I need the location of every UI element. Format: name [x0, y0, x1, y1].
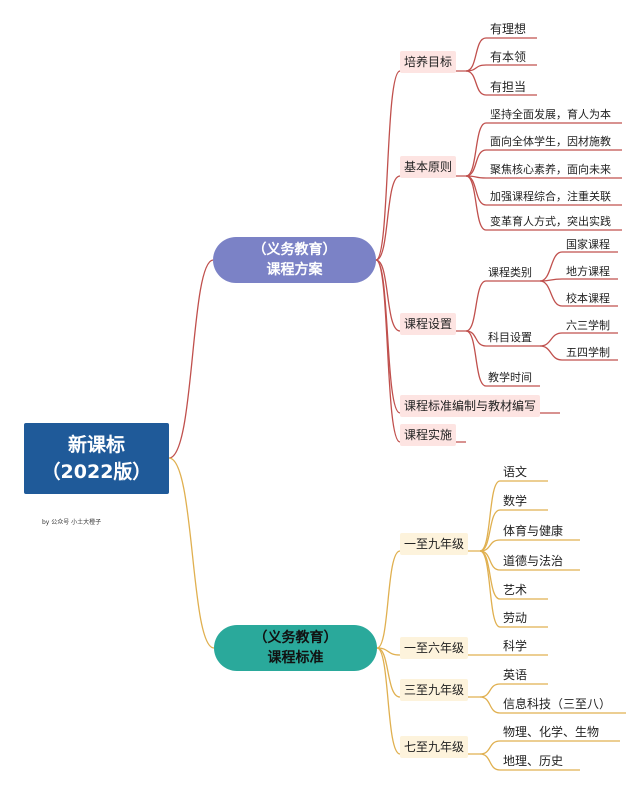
subject-leaf: 信息科技（三至八）	[503, 697, 612, 711]
teaching-time-node: 教学时间	[488, 371, 532, 384]
connector-plan-goals	[375, 70, 401, 261]
subject-leaf: 劳动	[503, 611, 528, 625]
principle-item: 变革育人方式，突出实践	[490, 215, 611, 228]
byline: by 公众号 小土大橙子	[42, 519, 102, 526]
principle-item: 聚焦核心素养，面向未来	[490, 163, 611, 176]
goals-node: 培养目标	[400, 51, 457, 73]
subjects-node: 科目设置	[488, 331, 532, 344]
standards-node: 课程标准编制与教材编写	[400, 395, 541, 417]
plan-hub-line1: （义务教育）	[252, 242, 337, 258]
principle-item: 面向全体学生，因材施教	[490, 135, 611, 148]
plan-hub-line2: 课程方案	[266, 262, 323, 278]
standards-hub: （义务教育） 课程标准	[214, 625, 377, 671]
subject-leaf: 道德与法治	[503, 554, 564, 568]
subject-leaf: 语文	[503, 465, 528, 479]
grade-1-6-node: 一至六年级	[400, 637, 469, 659]
connector-std-g19	[376, 550, 401, 649]
grade-1-9-node: 一至九年级	[400, 533, 469, 555]
standards-hub-line2: 课程标准	[267, 650, 324, 666]
subject-leaf: 科学	[503, 639, 528, 653]
principles-node: 基本原则	[400, 156, 457, 178]
root-version: （2022版）	[41, 460, 152, 483]
principle-item: 坚持全面发展，育人为本	[490, 108, 611, 121]
subject-leaf: 英语	[503, 668, 528, 682]
subject-leaf: 艺术	[503, 583, 528, 597]
course-type-item: 国家课程	[566, 238, 610, 251]
connector-plan-impl	[375, 259, 401, 443]
grade-3-9-node: 三至九年级	[400, 679, 469, 701]
course-type-item: 校本课程	[566, 292, 610, 305]
subject-leaf: 体育与健康	[503, 524, 564, 538]
implementation-node: 课程实施	[400, 424, 457, 446]
connector-root-std	[168, 457, 215, 649]
connector-root-plan	[168, 259, 214, 459]
root-title: 新课标	[67, 433, 125, 456]
course-types-node: 课程类别	[488, 266, 532, 279]
grade-7-9-node: 七至九年级	[400, 736, 469, 758]
subject-leaf: 地理、历史	[503, 754, 564, 768]
goal-item: 有担当	[490, 80, 527, 94]
connector-plan-standards	[375, 259, 401, 414]
connector-plan-principles	[375, 175, 401, 261]
root-node: 新课标 （2022版）	[24, 423, 169, 494]
goal-item: 有本领	[490, 50, 527, 64]
subject-leaf: 数学	[503, 494, 528, 508]
subject-leaf: 物理、化学、生物	[503, 725, 600, 739]
plan-hub: （义务教育） 课程方案	[213, 237, 376, 283]
connector-plan-setup	[375, 259, 401, 332]
setup-node: 课程设置	[400, 313, 457, 335]
subject-item: 六三学制	[566, 319, 610, 332]
goal-item: 有理想	[490, 22, 527, 36]
subject-item: 五四学制	[566, 346, 610, 359]
standards-hub-line1: （义务教育）	[253, 630, 338, 646]
course-type-item: 地方课程	[566, 265, 610, 278]
principle-item: 加强课程综合，注重关联	[490, 190, 611, 203]
connector-std-g79	[376, 647, 401, 755]
